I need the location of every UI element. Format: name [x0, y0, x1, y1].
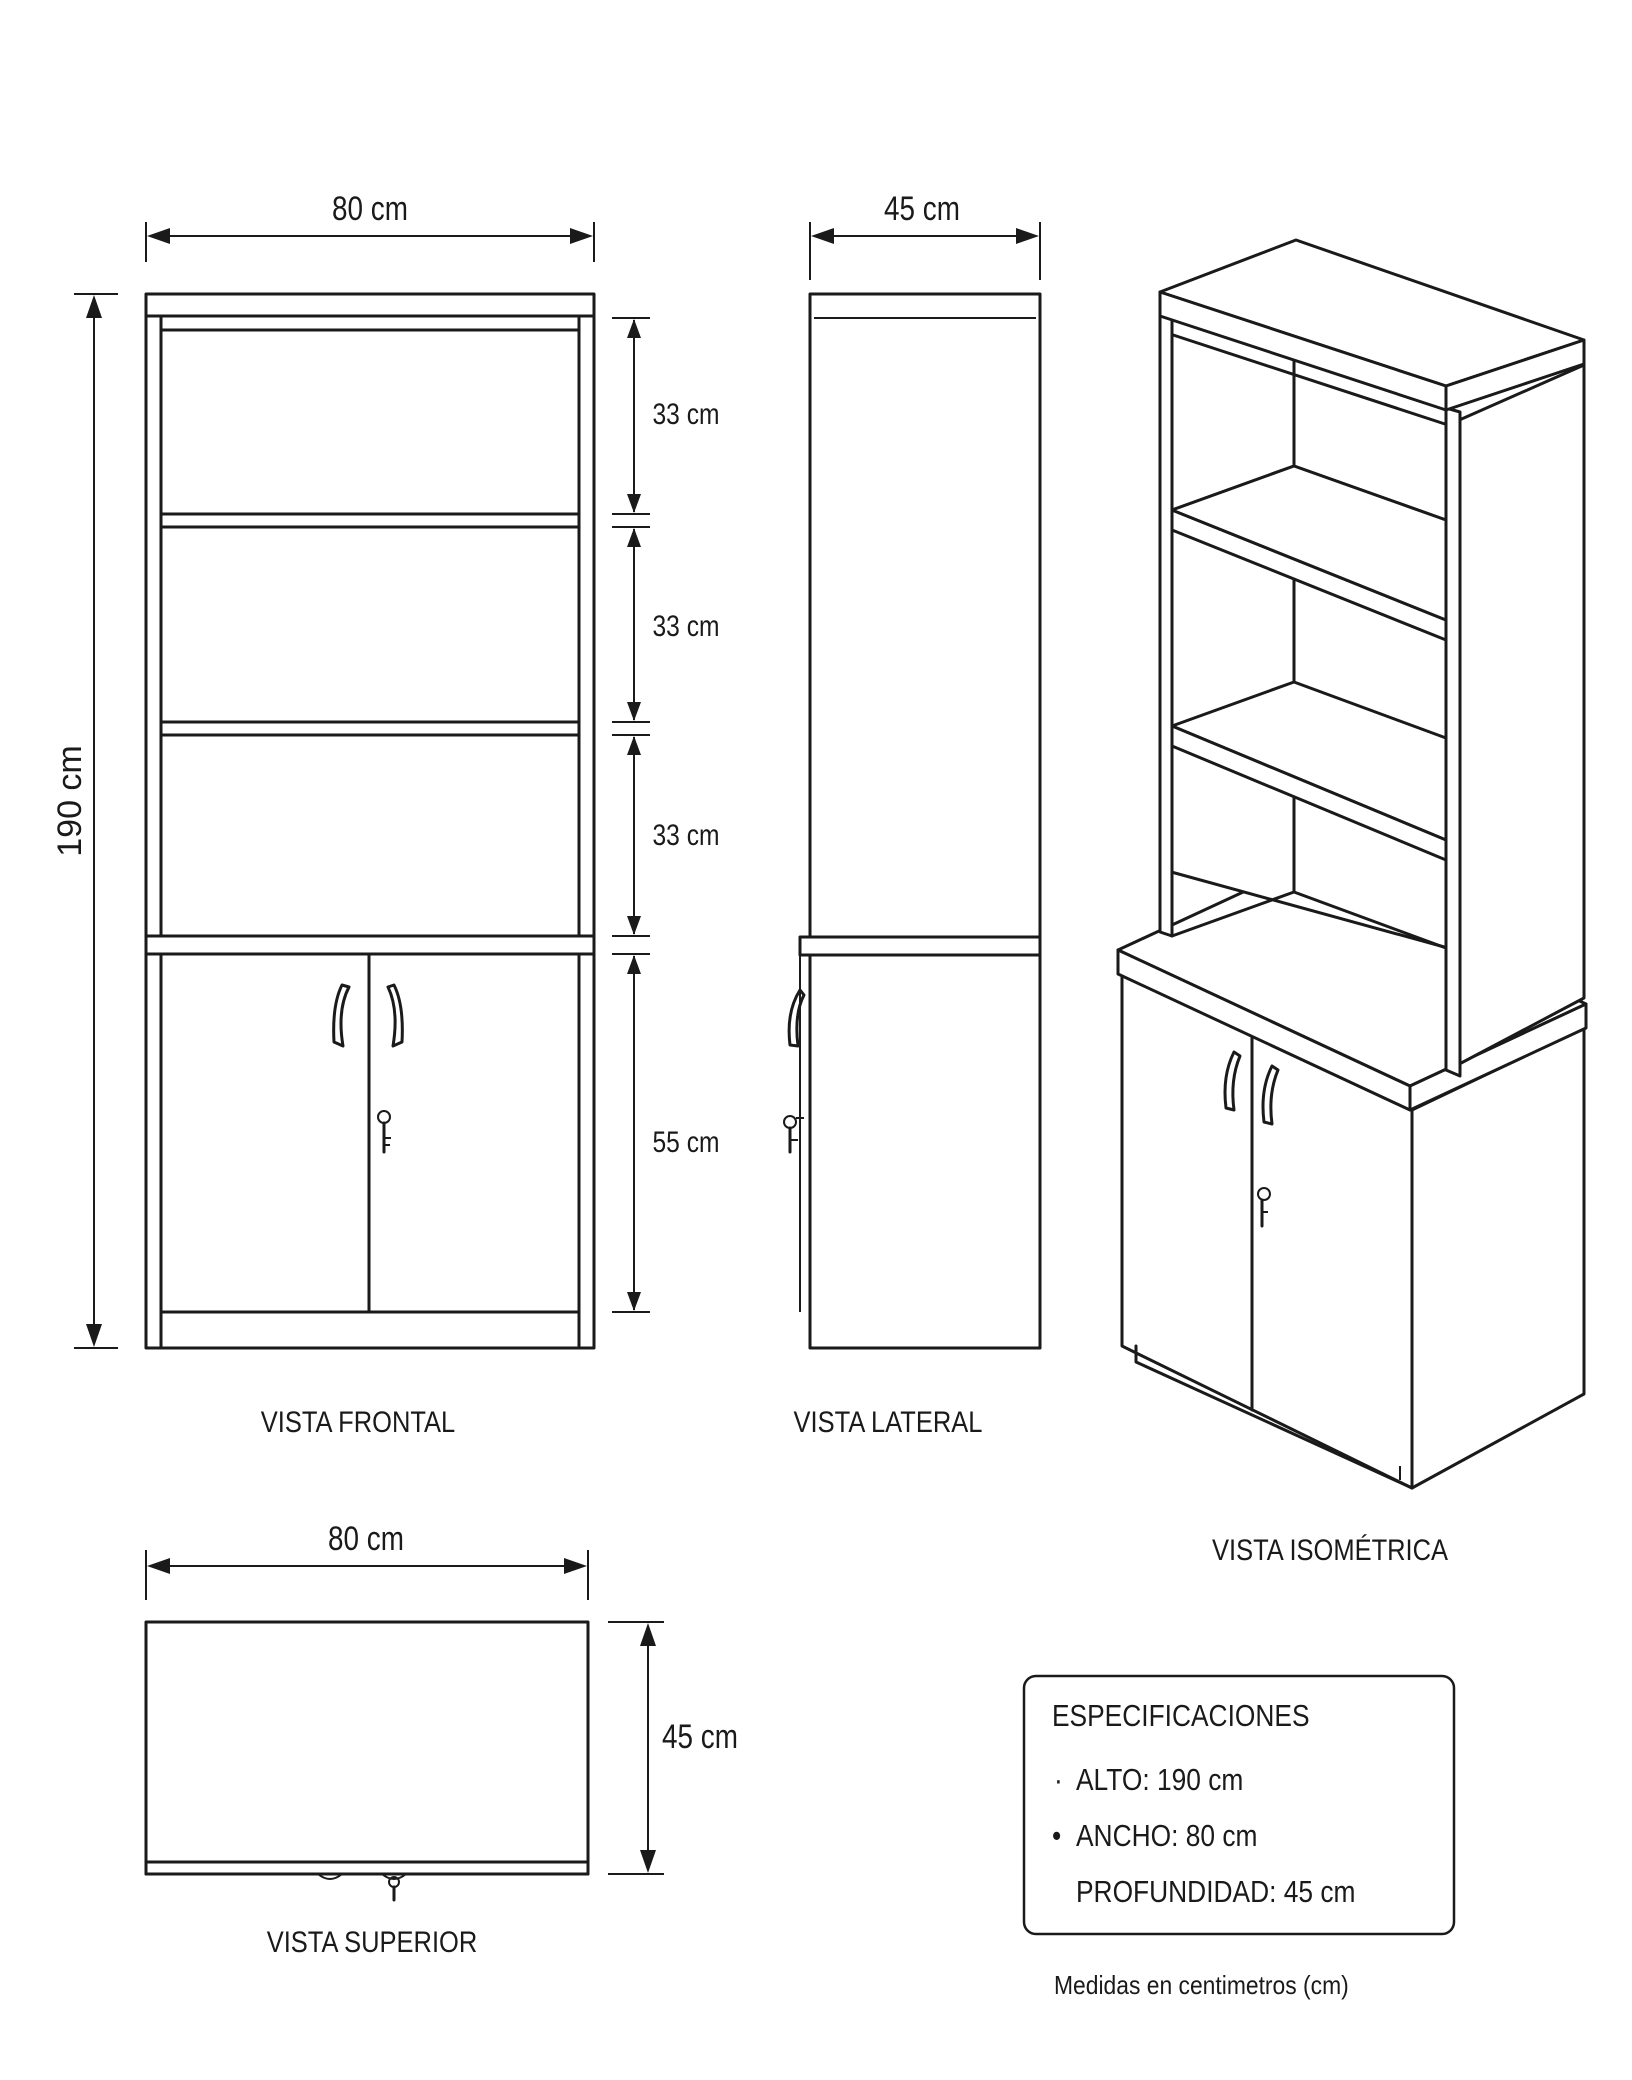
- front-right-handle: [386, 983, 404, 1048]
- shelf-3-label: 33 cm: [653, 818, 720, 852]
- top-front-edge: [144, 1860, 590, 1876]
- iso-plinth: [1134, 1344, 1414, 1490]
- front-shelf-2: [159, 720, 581, 737]
- cabinet-height-label: 55 cm: [653, 1125, 720, 1159]
- spec-item-depth: PROFUNDIDAD: 45 cm: [1076, 1875, 1355, 1909]
- shelf-1-label: 33 cm: [653, 397, 720, 431]
- key-icon: [377, 1110, 391, 1154]
- side-cabinet-top: [798, 935, 1042, 957]
- side-outer-frame: [808, 292, 1042, 1350]
- top-view-label: VISTA SUPERIOR: [267, 1925, 478, 1958]
- front-shelf-dimensions: [612, 317, 650, 1313]
- top-width-dimension: [145, 1550, 589, 1600]
- spec-item-2-bullet: •: [1052, 1819, 1061, 1853]
- top-depth-label: 45 cm: [662, 1717, 738, 1755]
- isometric-view-label: VISTA ISOMÉTRICA: [1212, 1533, 1448, 1566]
- iso-hutch-back: [1162, 330, 1450, 950]
- side-key-icon: [783, 1115, 804, 1154]
- iso-key-icon: [1257, 1187, 1271, 1228]
- front-shelf-1: [159, 512, 581, 529]
- top-key-icon: [388, 1876, 400, 1902]
- isometric-view: VISTA ISOMÉTRICA: [1116, 238, 1588, 1566]
- front-outer-frame: [144, 292, 596, 1350]
- specs-border: [1022, 1674, 1456, 1936]
- side-depth-label: 45 cm: [884, 189, 960, 227]
- iso-shelf-1: [1170, 464, 1448, 622]
- side-view: 45 cm VISTA LATERAL: [783, 189, 1042, 1438]
- measurement-note: Medidas en centimetros (cm): [1054, 1972, 1349, 2001]
- front-left-handle: [332, 983, 351, 1048]
- iso-hutch-right-edge: [1444, 406, 1462, 1078]
- iso-hutch-top-side: [1444, 338, 1586, 412]
- top-handle-left: [317, 1873, 343, 1880]
- side-handle: [787, 988, 806, 1048]
- specifications-box: ESPECIFICACIONES · ALTO: 190 cm • ANCHO:…: [1022, 1674, 1456, 1936]
- specs-title: ESPECIFICACIONES: [1052, 1699, 1310, 1733]
- spec-item-width: ANCHO: 80 cm: [1076, 1819, 1257, 1853]
- top-depth-dimension: [608, 1621, 664, 1875]
- iso-shelf-2-front: [1170, 724, 1448, 862]
- shelf-2-label: 33 cm: [653, 609, 720, 643]
- front-view: 80 cm 190 cm: [51, 189, 719, 1438]
- iso-hutch-left-side: [1158, 306, 1174, 938]
- iso-countertop-side: [1408, 1002, 1588, 1112]
- iso-hutch-bottom: [1170, 890, 1448, 950]
- top-outer-frame: [144, 1620, 590, 1876]
- side-depth-dimension: [809, 222, 1041, 280]
- top-view: 80 cm 45 cm VISTA SUPERIOR: [144, 1519, 738, 1958]
- side-view-label: VISTA LATERAL: [794, 1405, 983, 1438]
- iso-left-handle: [1223, 1050, 1242, 1112]
- front-width-dimension: [145, 222, 595, 262]
- iso-hutch-right-side: [1446, 363, 1586, 1072]
- front-cabinet-top: [144, 934, 596, 956]
- front-height-label: 190 cm: [51, 745, 89, 857]
- top-handle-right: [381, 1873, 407, 1880]
- top-width-label: 80 cm: [328, 1519, 404, 1557]
- front-left-door: [159, 952, 371, 1314]
- iso-right-handle: [1261, 1064, 1280, 1126]
- spec-item-height: ALTO: 190 cm: [1076, 1763, 1243, 1797]
- front-width-label: 80 cm: [332, 189, 408, 227]
- front-height-dimension: [74, 293, 118, 1349]
- front-view-label: VISTA FRONTAL: [261, 1405, 456, 1438]
- spec-item-1-bullet: ·: [1054, 1763, 1063, 1797]
